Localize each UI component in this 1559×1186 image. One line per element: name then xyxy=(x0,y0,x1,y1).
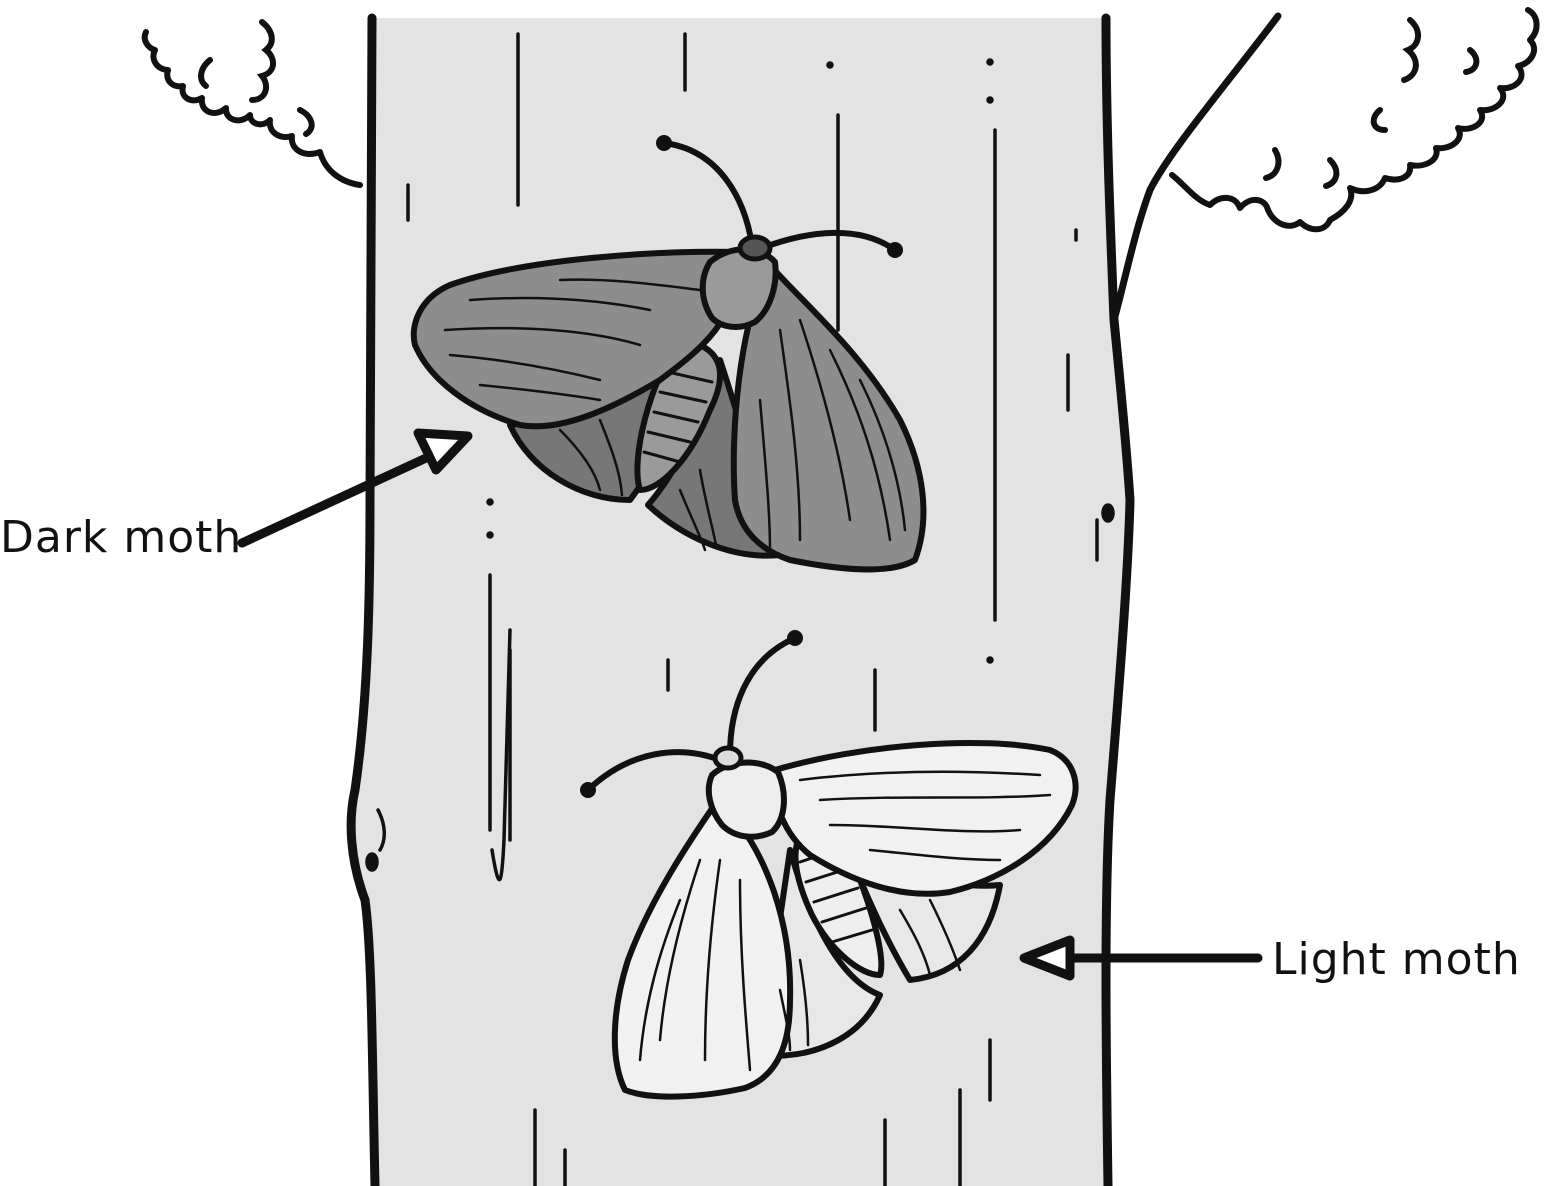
light-moth xyxy=(580,630,1079,1100)
light-moth-arrow xyxy=(1019,935,1263,981)
foliage-right xyxy=(1169,7,1540,233)
trunk-left-edge xyxy=(346,13,380,1186)
foliage-left xyxy=(141,29,363,188)
light-moth-head xyxy=(712,745,744,771)
bark-texture xyxy=(365,32,1115,1186)
foliage-right-inner xyxy=(1263,17,1480,189)
dark-moth-thorax xyxy=(699,246,779,330)
dark-moth-antenna-right xyxy=(759,229,898,253)
dark-moth-abdomen xyxy=(634,337,723,493)
foliage-left-inner xyxy=(198,19,315,137)
dark-moth xyxy=(410,135,927,573)
branch xyxy=(1110,12,1282,324)
dark-moth-arrow xyxy=(237,428,473,548)
light-moth-antenna-left xyxy=(585,749,723,793)
light-moth-antenna-top xyxy=(727,635,798,758)
light-moth-forewing-right xyxy=(771,739,1079,897)
light-moth-label: Light moth xyxy=(1272,934,1521,985)
dark-moth-antenna-left xyxy=(661,140,755,248)
trunk-right-edge xyxy=(1101,13,1135,1186)
dark-moth-forewing-left xyxy=(410,248,745,430)
dark-moth-label: Dark moth xyxy=(0,512,243,563)
light-moth-thorax xyxy=(705,759,787,840)
dark-moth-head xyxy=(737,234,773,262)
